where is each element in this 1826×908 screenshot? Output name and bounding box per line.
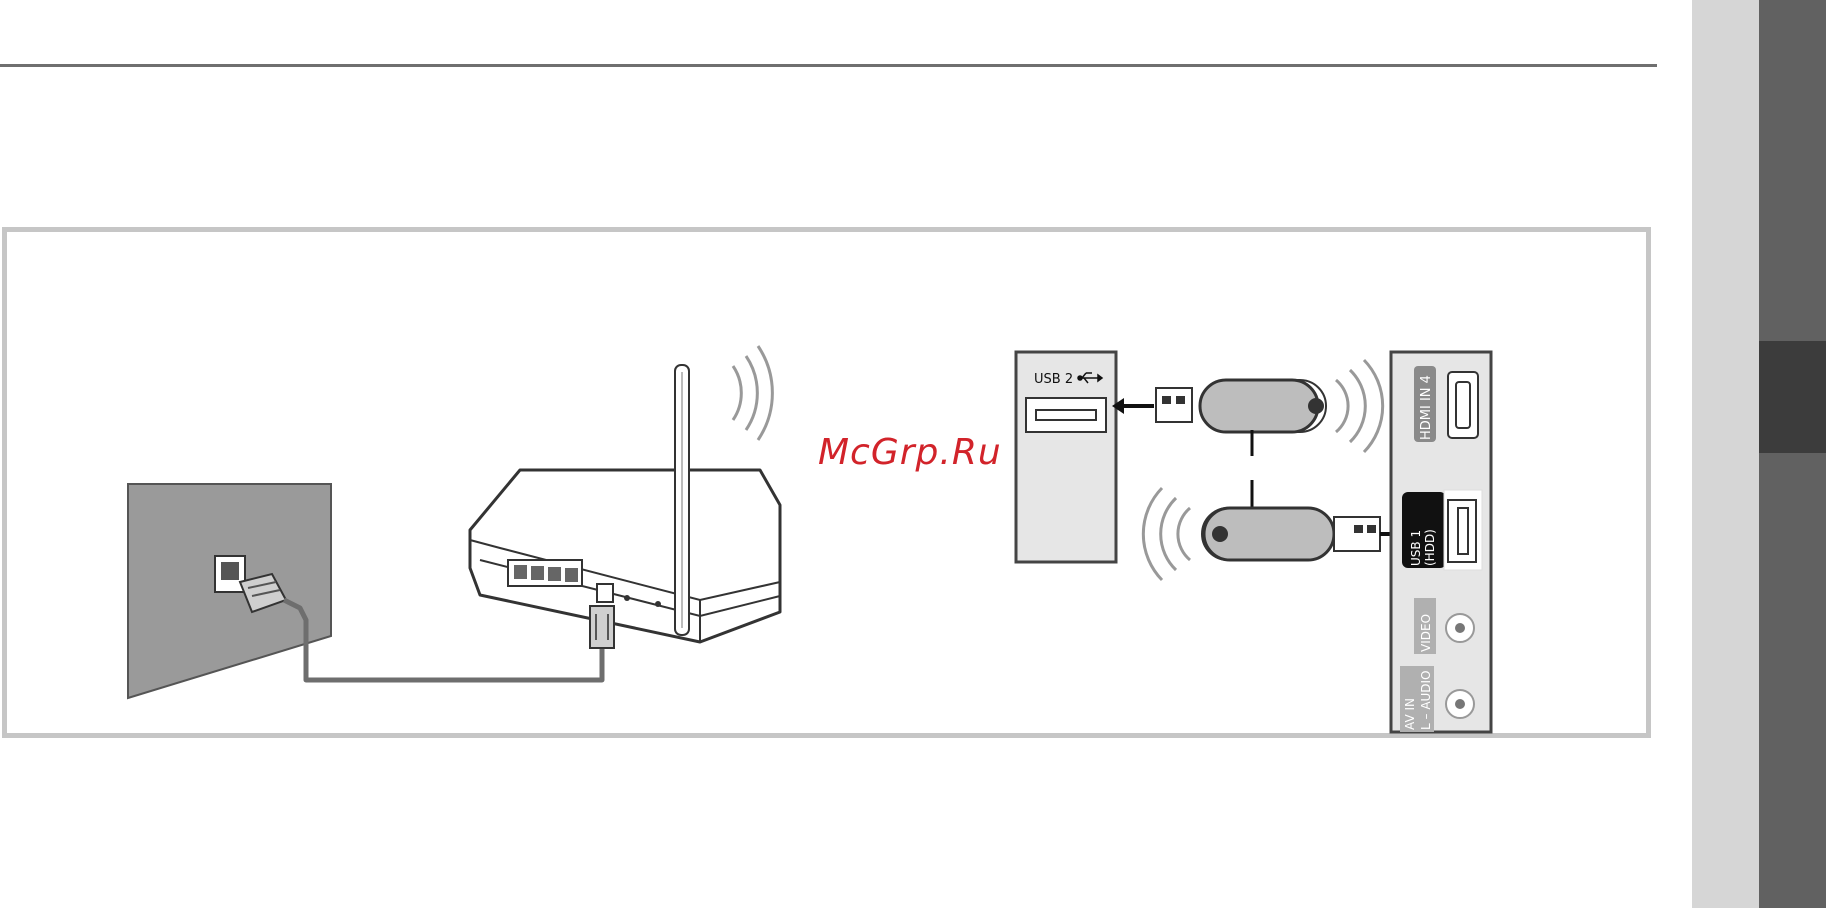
usb1-hdd-port: USB 1 (HDD) xyxy=(1402,490,1482,570)
av-in-label: AV IN xyxy=(1403,698,1417,730)
video-label: VIDEO xyxy=(1419,614,1433,652)
usb1-label-line2: (HDD) xyxy=(1423,529,1437,566)
usb1-label-line1: USB 1 xyxy=(1409,530,1423,566)
watermark: McGrp.Ru xyxy=(818,432,1002,473)
usb-flash-drive-bottom xyxy=(1143,488,1432,580)
tv-side-panel: HDMI IN 4 USB 1 (HDD) VIDEO AV IN xyxy=(1391,352,1491,732)
wifi-waves-icon xyxy=(1336,360,1383,452)
rca-jack-icon xyxy=(1446,690,1474,718)
audio-label: L – AUDIO xyxy=(1419,670,1433,730)
hdmi-port-icon xyxy=(1448,372,1478,438)
wifi-waves-icon xyxy=(733,346,772,440)
hdmi-label: HDMI IN 4 xyxy=(1419,375,1434,440)
usb2-label: USB 2 xyxy=(1034,372,1073,387)
lan-plug-router xyxy=(590,606,614,648)
arrow-left-icon xyxy=(1112,398,1154,414)
router-antenna xyxy=(675,365,689,635)
rca-jack-icon xyxy=(1446,614,1474,642)
usb2-panel: USB 2 xyxy=(1016,352,1116,562)
wifi-waves-icon xyxy=(1143,488,1190,580)
usb-flash-drive-top xyxy=(1156,360,1383,452)
wireless-router xyxy=(470,346,780,648)
wall-lan-socket xyxy=(128,484,331,698)
